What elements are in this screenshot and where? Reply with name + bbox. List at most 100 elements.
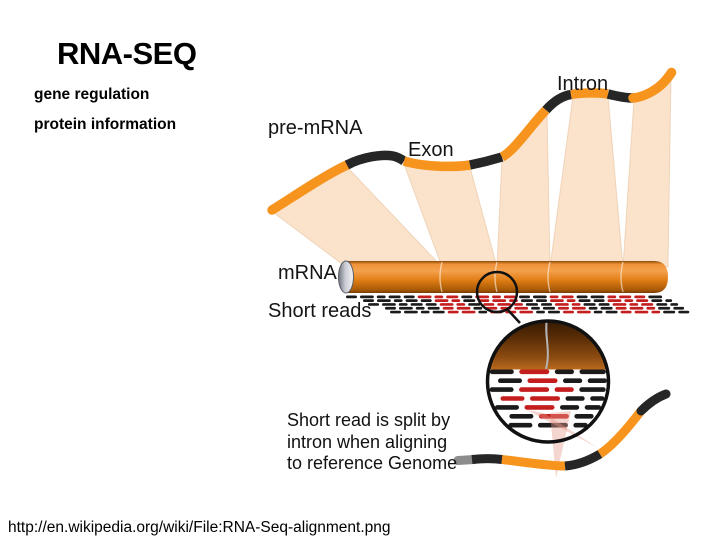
label-intron: Intron	[557, 73, 609, 95]
short-read-black	[578, 299, 591, 302]
short-read-red	[634, 310, 649, 314]
genome-orange-segment	[501, 455, 566, 471]
short-read-black	[541, 303, 552, 306]
short-read-black	[420, 299, 432, 302]
short-read-black	[376, 295, 386, 299]
short-read-red	[417, 295, 432, 299]
short-read-black	[463, 299, 476, 302]
short-read-black	[547, 310, 560, 314]
short-read-black	[600, 306, 613, 310]
short-read-black	[563, 378, 583, 383]
short-read-red	[492, 299, 507, 302]
short-read-black	[560, 405, 580, 410]
short-read-black	[531, 306, 540, 310]
short-read-red	[554, 387, 574, 392]
short-read-black	[404, 310, 418, 314]
short-read-red	[456, 303, 466, 306]
short-read-red	[620, 310, 632, 314]
short-read-red	[530, 396, 560, 401]
bullet-protein-information: protein information	[34, 116, 177, 133]
short-read-red	[629, 306, 644, 310]
short-read-black	[573, 422, 588, 428]
mrna-cylinder	[338, 260, 668, 294]
short-read-red	[550, 299, 564, 302]
short-read-black	[574, 414, 594, 419]
short-read-black	[665, 299, 673, 302]
short-read-black	[583, 303, 596, 306]
short-read-black	[346, 295, 357, 299]
short-read-red	[434, 295, 444, 299]
short-read-black	[393, 299, 403, 302]
magnifier-large-circle	[487, 321, 609, 442]
exon-segment	[267, 160, 352, 215]
short-read-black	[508, 422, 533, 428]
short-read-red	[561, 295, 574, 299]
short-read-black	[554, 369, 574, 375]
short-read-red	[558, 306, 569, 310]
label-pre-mrna: pre-mRNA	[268, 117, 363, 139]
caption-line: to reference Genome	[287, 453, 458, 473]
magnifier-small-circle	[475, 270, 519, 314]
short-read-red	[566, 299, 576, 302]
short-read-black	[388, 295, 401, 299]
short-read-red	[555, 303, 569, 306]
pre-mrna-curve	[267, 67, 677, 215]
short-read-black	[498, 378, 522, 383]
short-read-black	[678, 310, 690, 314]
short-read-black	[593, 299, 605, 302]
short-read-red	[483, 303, 495, 306]
short-read-black	[461, 295, 473, 299]
short-read-red	[492, 295, 501, 299]
short-read-black	[468, 303, 481, 306]
splice-band	[549, 95, 624, 268]
short-read-black	[579, 387, 606, 392]
short-read-black	[579, 369, 606, 375]
intron-segment	[542, 89, 572, 114]
alignment-beam	[527, 410, 598, 448]
magnifier-connector-line	[506, 308, 521, 324]
short-read-black	[415, 306, 425, 310]
short-read-red	[527, 378, 558, 383]
short-read-black	[390, 310, 401, 314]
short-read-black	[509, 414, 534, 419]
short-read-black	[489, 369, 514, 375]
short-read-red	[461, 310, 476, 314]
short-read-black	[478, 310, 488, 314]
source-url: http://en.wikipedia.org/wiki/File:RNA-Se…	[8, 519, 391, 536]
short-read-black	[519, 295, 530, 299]
short-read-red	[563, 310, 574, 314]
short-read-red	[641, 303, 654, 306]
short-read-black	[605, 310, 618, 314]
short-read-black	[363, 299, 374, 302]
short-read-black	[473, 306, 483, 310]
short-read-red	[447, 310, 459, 314]
label-exon: Exon	[408, 139, 454, 161]
short-read-red	[624, 299, 634, 302]
short-read-red	[497, 303, 512, 306]
short-read-black	[382, 303, 396, 306]
genome-black-segment	[564, 450, 603, 471]
short-read-black	[658, 306, 671, 310]
bullet-gene-regulation: gene regulation	[34, 86, 150, 103]
magnified-short-reads	[489, 369, 607, 428]
short-read-red	[519, 387, 550, 392]
short-read-black	[576, 295, 588, 299]
short-read-black	[360, 295, 374, 299]
exon-segment	[499, 106, 550, 162]
splice-band	[622, 76, 672, 268]
short-read-black	[670, 303, 679, 306]
short-read-black	[489, 387, 514, 392]
short-read-black	[590, 295, 605, 299]
label-short-reads: Short reads	[268, 300, 372, 322]
exon-segment	[628, 67, 677, 103]
splice-bands	[273, 76, 672, 268]
short-read-black	[656, 303, 668, 306]
short-read-red	[500, 396, 525, 401]
short-read-black	[368, 303, 379, 306]
short-read-black	[425, 303, 437, 306]
short-read-red	[646, 306, 656, 310]
short-read-black	[432, 310, 445, 314]
short-read-black	[588, 306, 598, 310]
short-read-red	[634, 295, 646, 299]
short-read-red	[619, 295, 632, 299]
